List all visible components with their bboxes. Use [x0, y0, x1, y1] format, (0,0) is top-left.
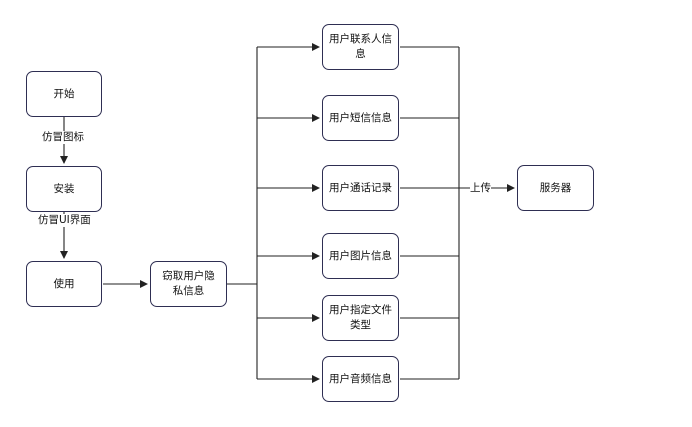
node-server: 服务器	[517, 165, 594, 211]
label-fake-icon: 仿冒图标	[42, 131, 84, 144]
node-calllog: 用户通话记录	[322, 165, 399, 211]
node-use: 使用	[26, 261, 102, 307]
node-sms: 用户短信信息	[322, 95, 399, 141]
node-start: 开始	[26, 71, 102, 117]
node-audio: 用户音频信息	[322, 356, 399, 402]
node-filetypes: 用户指定文件类型	[322, 295, 399, 341]
node-steal: 窃取用户隐私信息	[150, 261, 227, 307]
node-contacts: 用户联系人信息	[322, 24, 399, 70]
label-upload: 上传	[470, 182, 491, 195]
node-images: 用户图片信息	[322, 233, 399, 279]
node-install: 安装	[26, 166, 102, 212]
label-fake-ui: 仿冒UI界面	[38, 214, 91, 227]
